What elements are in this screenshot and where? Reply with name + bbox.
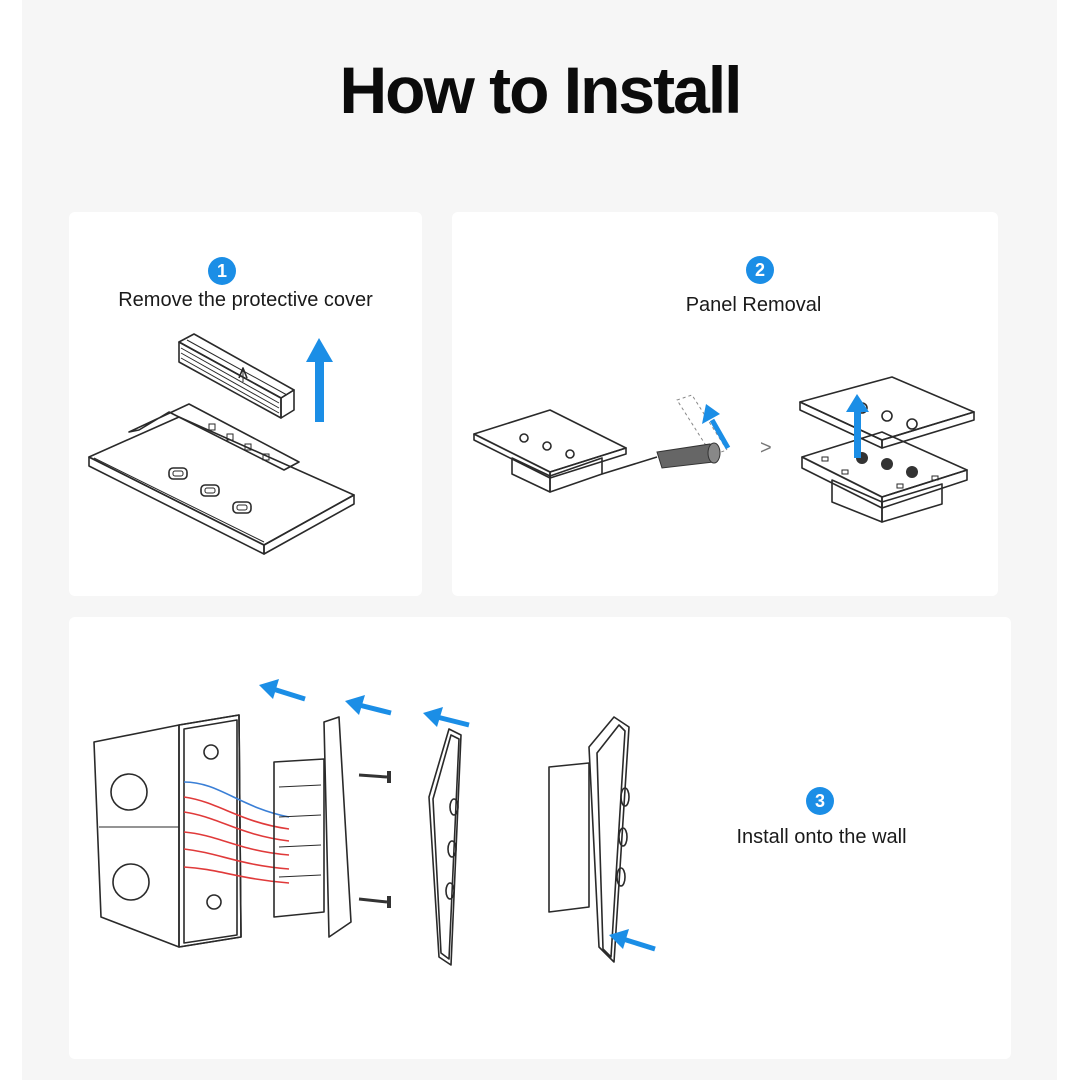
up-arrow-icon [306, 338, 333, 422]
step-3-card: 3 Install onto the wall [69, 617, 1011, 1059]
right-arrow-icon [609, 929, 656, 952]
panel-exploded [799, 376, 975, 523]
panel-closed [473, 409, 627, 493]
page-title: How to Install [339, 53, 743, 127]
left-arrow-icon [259, 679, 306, 702]
step-2-card: 2 Panel Removal > [452, 212, 998, 596]
step-1-card: 1 Remove the protective cover [69, 212, 422, 596]
wall-box [93, 714, 242, 948]
step-1-label: Remove the protective cover [118, 289, 373, 311]
assembled-switch [548, 716, 630, 963]
step-3-label: Install onto the wall [736, 826, 907, 848]
step-2-illustration: > [473, 376, 975, 523]
screw-icon [358, 771, 391, 908]
left-arrow-icon [345, 695, 392, 716]
up-arrow-icon [846, 394, 869, 458]
step-3-badge: 3 [806, 787, 834, 815]
step-2-label: Panel Removal [685, 294, 822, 316]
switch-module [273, 716, 352, 938]
glass-panel [428, 728, 462, 966]
step-1-badge: 1 [208, 257, 236, 285]
left-arrow-icon [423, 707, 470, 728]
protective-cover [178, 333, 295, 419]
step-1-illustration [88, 333, 355, 555]
up-arrow-icon [702, 404, 731, 450]
separator-chevron: > [760, 437, 772, 459]
switch-panel [88, 403, 355, 555]
step-2-badge: 2 [746, 256, 774, 284]
screwdriver-icon [601, 394, 728, 475]
step-3-illustration [93, 679, 656, 966]
